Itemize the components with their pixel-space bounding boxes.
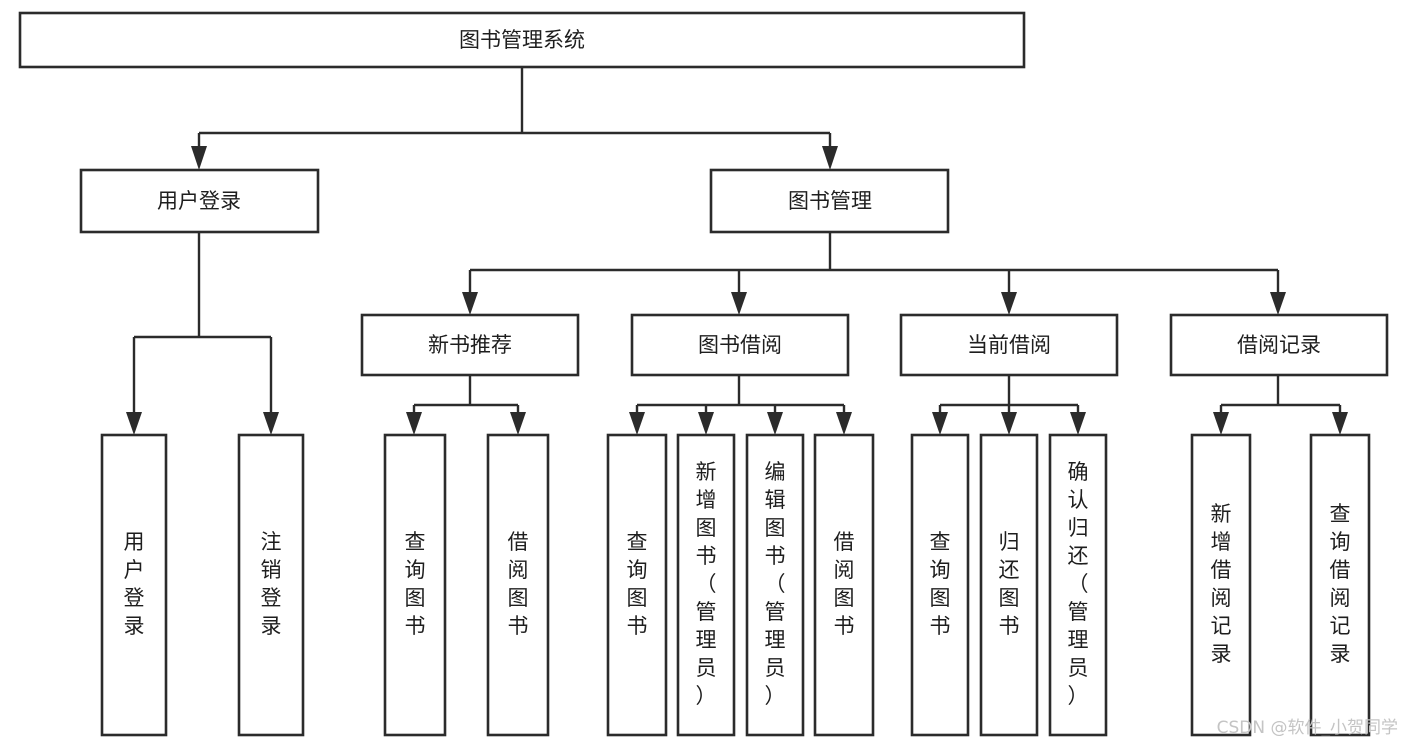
leaf-node-book-borrow-3[interactable]: 编辑图书（管理员） [745,433,805,737]
leaf-node-user-login-2[interactable]: 注销登录 [237,433,305,737]
node-current-borrow-box [899,313,1119,377]
node-book-manage-label: 图书管理 [788,189,872,213]
node-new-book-recommend-box [360,313,580,377]
arrow-head-new-book-leaf-2 [510,412,526,435]
leaf-node-book-borrow-2[interactable]: 新增图书（管理员） [676,433,736,737]
connector-group-book-borrow-leaves [629,375,852,435]
connector-group-root [191,67,838,170]
arrow-head-current-borrow-leaf-2 [1001,412,1017,435]
leaf-node-borrow-record-1[interactable]: 新增借阅记录 [1190,433,1252,737]
leaf-user-login-2-label: 注销登录 [261,530,282,638]
arrow-head-current-borrow-leaf-3 [1070,412,1086,435]
connector-group-borrow-record-leaves [1213,375,1348,435]
leaf-current-borrow-1-label: 查询图书 [930,530,951,638]
node-current-borrow[interactable]: 当前借阅 [899,313,1119,377]
arrow-head-user-login-leaf-2 [263,412,279,435]
node-root-system[interactable]: 图书管理系统 [18,11,1026,69]
leaf-current-borrow-3-label: 确认归还（管理员） [1068,460,1089,708]
arrow-head-book-borrow [731,292,747,315]
leaf-book-borrow-3-box [745,433,805,737]
node-book-borrow[interactable]: 图书借阅 [630,313,850,377]
node-root-label: 图书管理系统 [459,28,585,52]
arrow-head-new-book [462,292,478,315]
arrow-head-book-borrow-leaf-2 [698,412,714,435]
connector-group-current-borrow-leaves [932,375,1086,435]
arrow-head-book-borrow-leaf-1 [629,412,645,435]
leaf-node-borrow-record-2[interactable]: 查询借阅记录 [1309,433,1371,737]
node-user-login-box [79,168,320,234]
leaf-book-borrow-3-label: 编辑图书（管理员） [765,460,786,708]
connector-group-book-manage [462,232,1286,315]
node-new-book-recommend-label: 新书推荐 [428,333,512,357]
leaf-book-borrow-1-box [606,433,668,737]
leaf-borrow-record-1-box [1190,433,1252,737]
connector-group-new-book-leaves [406,375,526,435]
node-user-login-label: 用户登录 [157,189,241,213]
node-borrow-record-box [1169,313,1389,377]
leaf-borrow-record-1-label: 新增借阅记录 [1211,502,1232,666]
arrow-head-borrow-record-leaf-2 [1332,412,1348,435]
leaf-node-current-borrow-3[interactable]: 确认归还（管理员） [1048,433,1108,737]
leaf-user-login-2-box [237,433,305,737]
leaf-user-login-1-box [100,433,168,737]
leaf-user-login-1-label: 用户登录 [124,530,145,638]
arrow-head-borrow-record [1270,292,1286,315]
arrow-head-new-book-leaf-1 [406,412,422,435]
leaf-node-new-book-1[interactable]: 查询图书 [383,433,447,737]
leaf-current-borrow-1-box [910,433,970,737]
node-borrow-record-label: 借阅记录 [1237,333,1321,357]
leaf-node-book-borrow-1[interactable]: 查询图书 [606,433,668,737]
leaf-book-borrow-4-box [813,433,875,737]
leaf-current-borrow-2-label: 归还图书 [999,530,1020,638]
leaf-node-user-login-1[interactable]: 用户登录 [100,433,168,737]
node-user-login[interactable]: 用户登录 [79,168,320,234]
connector-group-user-login-leaves [126,232,279,435]
arrow-head-book-borrow-leaf-3 [767,412,783,435]
node-new-book-recommend[interactable]: 新书推荐 [360,313,580,377]
csdn-watermark: CSDN @软件_小贺同学 [1217,718,1398,738]
arrow-head-book-borrow-leaf-4 [836,412,852,435]
leaf-node-new-book-2[interactable]: 借阅图书 [486,433,550,737]
node-book-borrow-box [630,313,850,377]
node-book-manage[interactable]: 图书管理 [709,168,950,234]
leaf-new-book-2-box [486,433,550,737]
node-borrow-record[interactable]: 借阅记录 [1169,313,1389,377]
node-book-manage-box [709,168,950,234]
leaf-current-borrow-2-box [979,433,1039,737]
node-current-borrow-label: 当前借阅 [967,333,1051,357]
leaf-book-borrow-2-box [676,433,736,737]
arrow-head-user-login-leaf-1 [126,412,142,435]
leaf-node-book-borrow-4[interactable]: 借阅图书 [813,433,875,737]
leaf-new-book-2-label: 借阅图书 [508,530,529,638]
leaf-book-borrow-1-label: 查询图书 [627,530,648,638]
arrow-head-current-borrow-leaf-1 [932,412,948,435]
leaf-node-current-borrow-1[interactable]: 查询图书 [910,433,970,737]
leaf-book-borrow-2-label: 新增图书（管理员） [696,460,717,708]
leaf-current-borrow-3-box [1048,433,1108,737]
node-root-box [18,11,1026,69]
leaf-node-current-borrow-2[interactable]: 归还图书 [979,433,1039,737]
leaf-new-book-1-box [383,433,447,737]
leaf-book-borrow-4-label: 借阅图书 [834,530,855,638]
arrow-head-book-manage [822,146,838,170]
node-book-borrow-label: 图书借阅 [698,333,782,357]
leaf-borrow-record-2-box [1309,433,1371,737]
leaf-borrow-record-2-label: 查询借阅记录 [1330,502,1351,666]
arrow-head-current-borrow [1001,292,1017,315]
arrow-head-borrow-record-leaf-1 [1213,412,1229,435]
leaf-new-book-1-label: 查询图书 [405,530,426,638]
arrow-head-user-login [191,146,207,170]
